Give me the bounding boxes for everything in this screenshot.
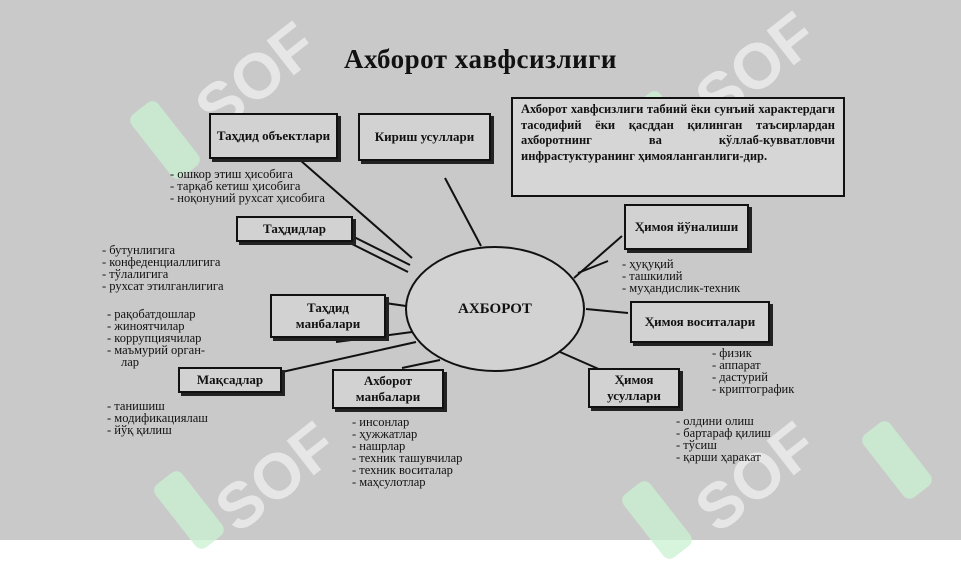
list-item: - қарши ҳаракат [676, 450, 761, 464]
protection-methods-box: Ҳимоя усуллари [588, 368, 680, 408]
protection-directions-label: Ҳимоя йўналиши [634, 219, 739, 234]
list-item: - аппарат [712, 358, 761, 372]
list-item: - физик [712, 346, 752, 360]
list-item: - ҳужжатлар [352, 427, 418, 441]
list-item: - маҳсулотлар [352, 475, 426, 489]
threat-sources-label: Таҳдид манбалари [295, 300, 361, 331]
connector-lines [281, 159, 629, 375]
connector-goals [281, 341, 417, 373]
list-item: лар [121, 355, 140, 369]
ray [577, 260, 609, 274]
protection-directions-list: - ҳуқуқий - ташкилий - муҳандислик-техни… [622, 257, 741, 295]
list-item: - ноқонуний рухсат ҳисобига [170, 191, 325, 205]
access-methods-label: Кириш усуллари [374, 129, 475, 144]
protection-directions-box: Ҳимоя йўналиши [624, 204, 749, 250]
connector-threat-objects [299, 159, 413, 259]
goals-list: - танишиш - модификациялаш - йўқ қилиш [107, 399, 208, 437]
slide-title: Ахборот хавфсизлиги [344, 44, 617, 74]
list-item: - нашрлар [352, 439, 406, 453]
list-item: - олдини олиш [676, 414, 754, 428]
protection-means-label: Ҳимоя воситалари [644, 314, 756, 329]
info-sources-list: - инсонлар - ҳужжатлар - нашрлар - техни… [352, 415, 463, 489]
list-item: - тўлалигига [102, 267, 169, 281]
threats-label: Таҳдидлар [262, 221, 326, 236]
list-item: - инсонлар [352, 415, 410, 429]
threat-objects-label: Таҳдид объектлари [216, 128, 331, 143]
list-item: - ошкор этиш ҳисобига [170, 167, 293, 181]
list-item: - техник ташувчилар [352, 451, 463, 465]
access-methods-box: Кириш усуллари [358, 113, 491, 161]
connector-protection-means [585, 308, 629, 314]
list-item: - дастурий [712, 370, 768, 384]
list-item: - жиноятчилар [107, 319, 185, 333]
list-item: - криптографик [712, 382, 795, 396]
list-item: - техник воситалар [352, 463, 453, 477]
connector-access-methods [444, 177, 482, 247]
list-item: - ҳуқуқий [622, 257, 674, 271]
list-item: - маъмурий орган- [107, 343, 206, 357]
list-item: - муҳандислик-техник [622, 281, 741, 295]
info-sources-box: Ахборот манбалари [332, 369, 444, 409]
threat-sources-box: Таҳдид манбалари [270, 294, 386, 338]
list-item: - тўсиш [676, 438, 717, 452]
goals-label: Мақсадлар [196, 372, 264, 387]
threats-box: Таҳдидлар [236, 216, 353, 242]
threat-objects-list: - ошкор этиш ҳисобига - тарқаб кетиш ҳис… [170, 167, 325, 205]
threats-list: - бутунлигига - конфеденциаллигига - тўл… [102, 243, 224, 293]
protection-means-list: - физик - аппарат - дастурий - криптогра… [712, 346, 795, 396]
threat-objects-box: Таҳдид объектлари [209, 113, 338, 159]
list-item: - йўқ қилиш [107, 423, 172, 437]
list-item: - рухсат этилганлигига [102, 279, 224, 293]
goals-box: Мақсадлар [178, 367, 282, 393]
list-item: - коррупциячилар [107, 331, 202, 345]
list-item: - бутунлигига [102, 243, 176, 257]
threat-sources-list: - рақобатдошлар - жиноятчилар - коррупци… [107, 307, 206, 369]
definition-box: Ахборот хавфсизлиги табиий ёки сунъий ха… [511, 97, 845, 197]
list-item: - конфеденциаллигига [102, 255, 221, 269]
list-item: - ташкилий [622, 269, 683, 283]
center-node: АХБОРОТ [405, 246, 585, 372]
list-item: - тарқаб кетиш ҳисобига [170, 179, 301, 193]
list-item: - бартараф қилиш [676, 426, 771, 440]
list-item: - танишиш [107, 399, 165, 413]
list-item: - рақобатдошлар [107, 307, 196, 321]
connector-threats [339, 237, 409, 273]
protection-methods-list: - олдини олиш - бартараф қилиш - тўсиш -… [676, 414, 771, 464]
list-item: - модификациялаш [107, 411, 208, 425]
info-sources-label: Ахборот манбалари [355, 373, 421, 404]
protection-methods-label: Ҳимоя усуллари [607, 372, 661, 403]
protection-means-box: Ҳимоя воситалари [630, 301, 770, 343]
connector-info-sources [401, 359, 441, 369]
